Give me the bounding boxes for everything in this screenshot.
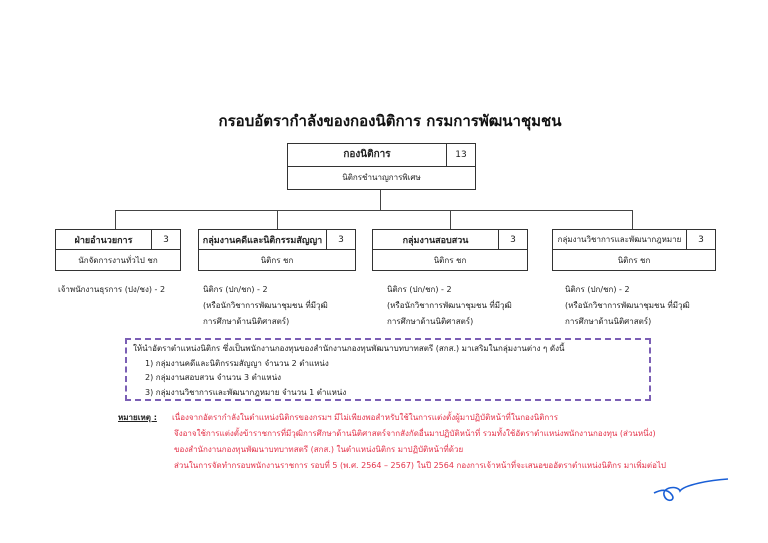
staff-list: นิติกร (ปก/ชก) - 2 (หรือนักวิชาการพัฒนาช…: [565, 282, 690, 330]
unit-count: 3: [163, 234, 169, 245]
org-box-legal-division: กองนิติการ 13 นิติกรชำนาญการพิเศษ: [287, 143, 476, 190]
unit-name: กลุ่มงานคดีและนิติกรรมสัญญา: [199, 230, 327, 249]
page-title: กรอบอัตรากำลังของกองนิติการ กรมการพัฒนาช…: [218, 112, 562, 130]
staff-line: นิติกร (ปก/ชก) - 2: [387, 285, 452, 294]
note-line: เนื่องจากอัตรากำลังในตำแหน่งนิติกรของกรม…: [172, 413, 559, 422]
unit-head: นิติกร ชก: [617, 255, 651, 265]
org-box-litigation: กลุ่มงานคดีและนิติกรรมสัญญา 3 นิติกร ชก: [198, 229, 356, 271]
unit-name: กลุ่มงานสอบสวน: [373, 230, 499, 249]
staff-line: เจ้าพนักงานธุรการ (ปง/ชง) - 2: [58, 285, 166, 294]
note-line: ของสำนักงานกองทุนพัฒนาบทบาทสตรี (สกส.) ใ…: [174, 445, 464, 454]
staff-line: การศึกษาด้านนิติศาสตร์): [203, 317, 290, 326]
note-line: ส่วนในการจัดทำกรอบพนักงานราชการ รอบที่ 5…: [174, 461, 667, 470]
unit-head: นิติกร ชก: [433, 255, 467, 265]
org-box-law-development: กลุ่มงานวิชาการและพัฒนากฎหมาย 3 นิติกร ชก: [552, 229, 716, 271]
unit-name: ฝ่ายอำนวยการ: [56, 230, 152, 249]
org-box-investigation: กลุ่มงานสอบสวน 3 นิติกร ชก: [372, 229, 528, 271]
connector: [115, 210, 633, 211]
unit-count: 3: [698, 234, 704, 245]
staff-list: นิติกร (ปก/ชก) - 2 (หรือนักวิชาการพัฒนาช…: [203, 282, 328, 330]
staff-line: (หรือนักวิชาการพัฒนาชุมชน ที่มีวุฒิ: [565, 301, 690, 310]
unit-count: 3: [510, 234, 516, 245]
connector: [115, 210, 116, 229]
note-text: เนื่องจากอัตรากำลังในตำแหน่งนิติกรของกรม…: [172, 410, 666, 474]
note-label: หมายเหตุ :: [118, 413, 157, 422]
staff-line: การศึกษาด้านนิติศาสตร์): [565, 317, 652, 326]
unit-head: นักจัดการงานทั่วไป ชก: [78, 255, 158, 265]
note-line: จึงอาจใช้การแต่งตั้งข้าราชการที่มีวุฒิกา…: [174, 429, 656, 438]
connector: [450, 210, 451, 229]
supplement-item: 2) กลุ่มงานสอบสวน จำนวน 3 ตำแหน่ง: [145, 373, 282, 382]
supplement-intro: ให้นำอัตราตำแหน่งนิติกร ซึ่งเป็นพนักงานก…: [133, 344, 565, 353]
staff-list: นิติกร (ปก/ชก) - 2 (หรือนักวิชาการพัฒนาช…: [387, 282, 512, 330]
org-box-admin: ฝ่ายอำนวยการ 3 นักจัดการงานทั่วไป ชก: [55, 229, 181, 271]
supplement-box: ให้นำอัตราตำแหน่งนิติกร ซึ่งเป็นพนักงานก…: [125, 338, 651, 401]
supplement-item: 3) กลุ่มงานวิชาการและพัฒนากฎหมาย จำนวน 1…: [145, 387, 347, 397]
unit-head: นิติกรชำนาญการพิเศษ: [342, 173, 421, 183]
staff-line: การศึกษาด้านนิติศาสตร์): [387, 317, 474, 326]
unit-count: 13: [455, 149, 467, 160]
unit-name: กลุ่มงานวิชาการและพัฒนากฎหมาย: [553, 230, 687, 249]
connector: [632, 210, 633, 229]
connector: [277, 210, 278, 229]
unit-name: กองนิติการ: [288, 144, 447, 166]
signature-icon: [653, 478, 729, 502]
staff-line: นิติกร (ปก/ชก) - 2: [203, 285, 268, 294]
staff-line: นิติกร (ปก/ชก) - 2: [565, 285, 630, 294]
unit-head: นิติกร ชก: [260, 255, 294, 265]
connector: [380, 190, 381, 210]
staff-line: (หรือนักวิชาการพัฒนาชุมชน ที่มีวุฒิ: [203, 301, 328, 310]
unit-count: 3: [338, 234, 344, 245]
staff-line: (หรือนักวิชาการพัฒนาชุมชน ที่มีวุฒิ: [387, 301, 512, 310]
supplement-item: 1) กลุ่มงานคดีและนิติกรรมสัญญา จำนวน 2 ต…: [145, 358, 329, 368]
